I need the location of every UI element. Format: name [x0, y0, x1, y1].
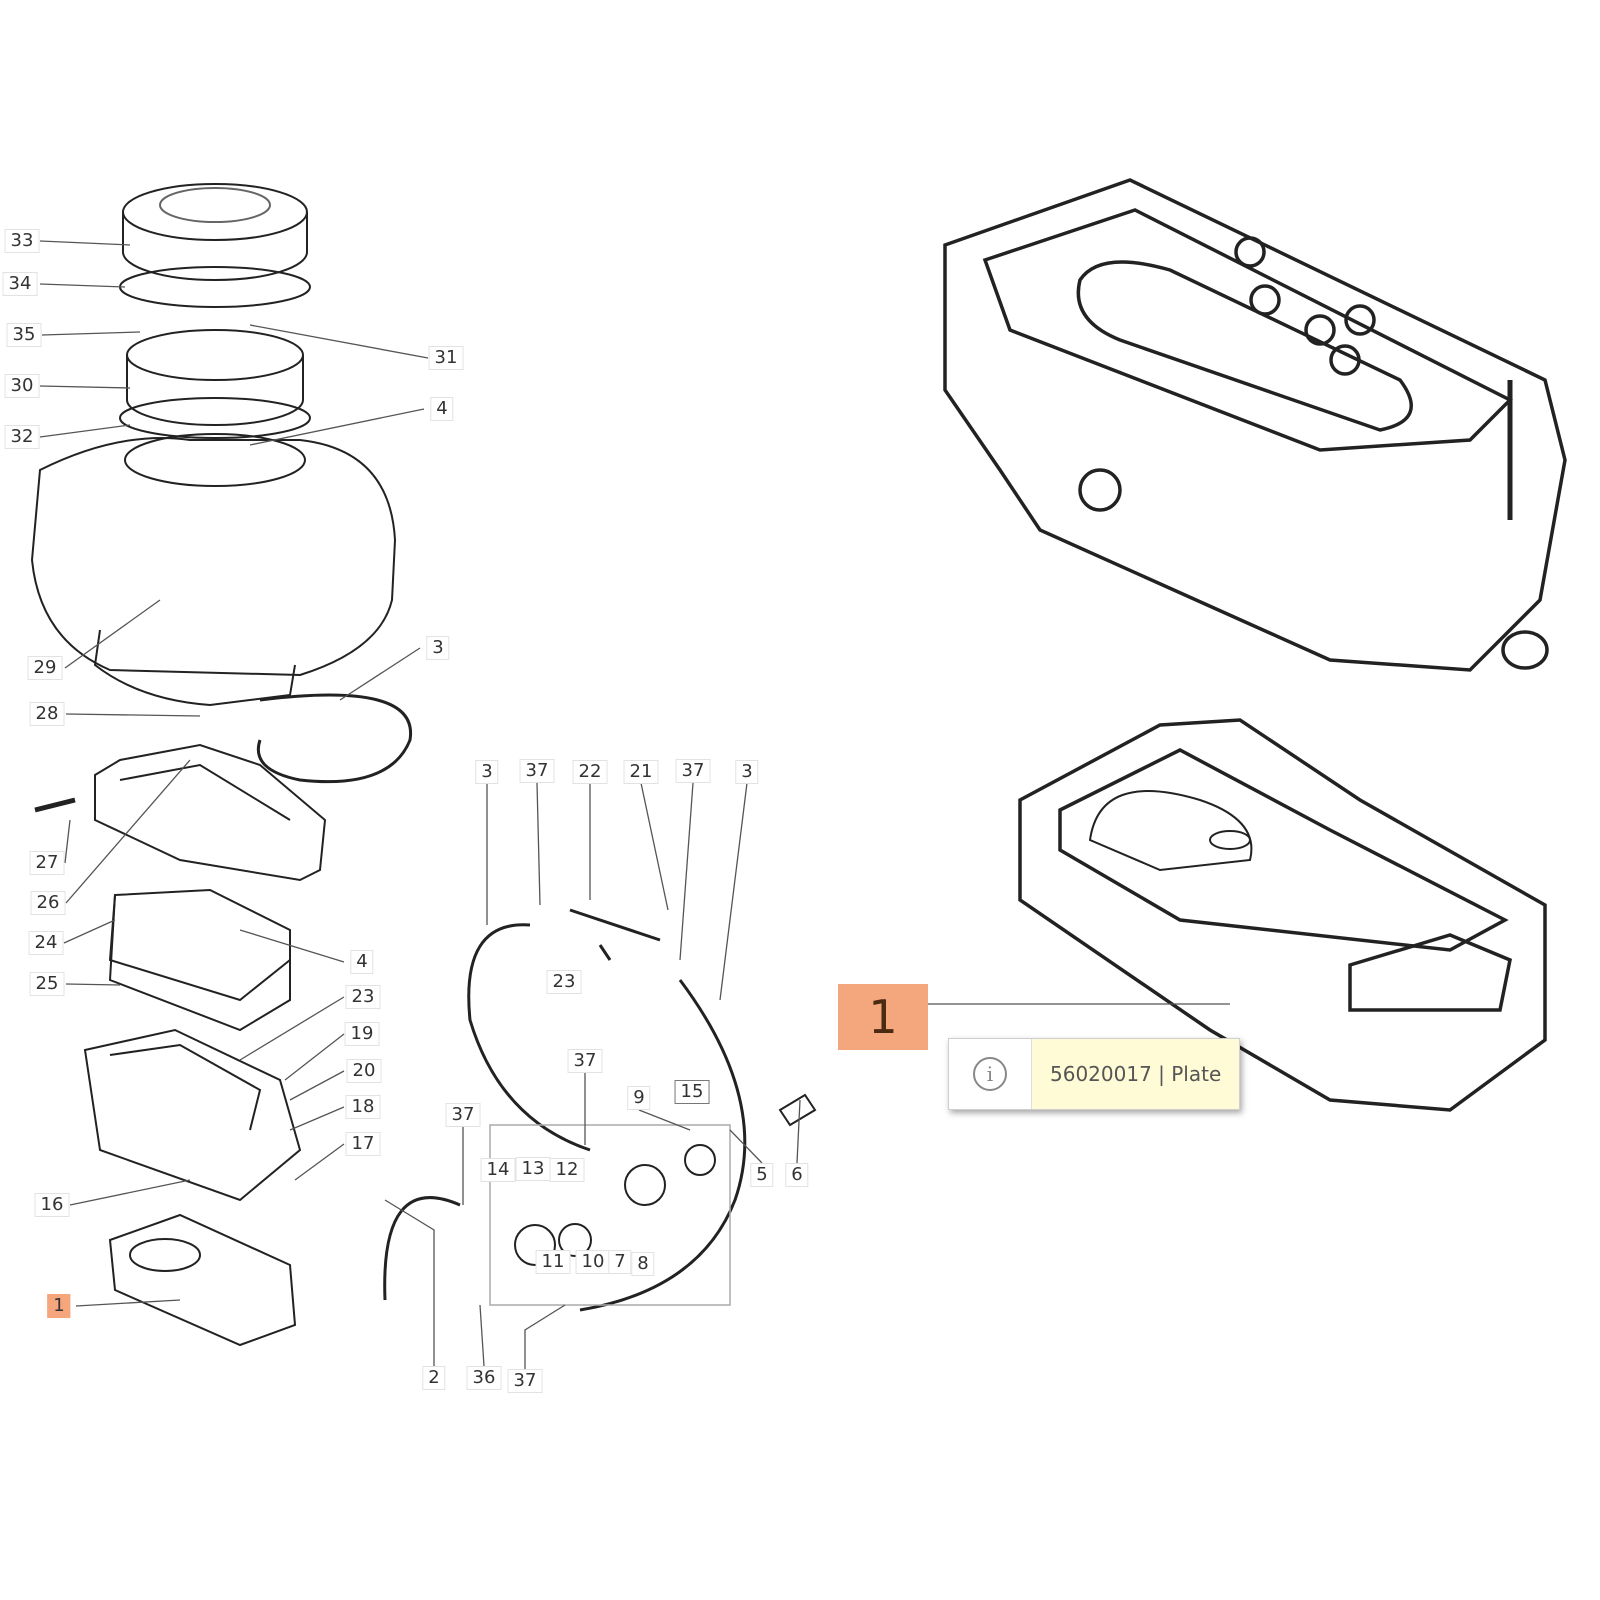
callout-22[interactable]: 22	[572, 760, 608, 784]
tank-filter	[119, 329, 311, 487]
callout-27[interactable]: 27	[29, 851, 65, 875]
callout-4[interactable]: 4	[350, 950, 374, 974]
callout-31[interactable]: 31	[428, 346, 464, 370]
callout-14[interactable]: 14	[480, 1158, 516, 1182]
callout-35[interactable]: 35	[6, 323, 42, 347]
tank-cap	[119, 183, 311, 308]
pump-body-small	[83, 1028, 302, 1202]
callout-23[interactable]: 23	[546, 970, 582, 994]
callout-28[interactable]: 28	[29, 702, 65, 726]
callout-8[interactable]: 8	[631, 1252, 655, 1276]
callout-32[interactable]: 32	[4, 425, 40, 449]
selected-part-number[interactable]: 1	[838, 984, 928, 1050]
tank	[30, 437, 397, 707]
plate-small	[108, 1213, 297, 1347]
part-tooltip-text: 56020017 | Plate	[1032, 1039, 1239, 1109]
callout-12[interactable]: 12	[549, 1158, 585, 1182]
callout-25[interactable]: 25	[29, 972, 65, 996]
callout-37[interactable]: 37	[519, 759, 555, 783]
part-tooltip: i 56020017 | Plate	[948, 1038, 1240, 1110]
bolt-27	[34, 797, 76, 813]
callout-15[interactable]: 15	[674, 1080, 710, 1104]
callout-3[interactable]: 3	[735, 760, 759, 784]
pump-body-large	[943, 178, 1567, 672]
plate-large	[1018, 718, 1547, 1112]
callout-29[interactable]: 29	[27, 656, 63, 680]
callout-16[interactable]: 16	[34, 1193, 70, 1217]
callout-37[interactable]: 37	[445, 1103, 481, 1127]
callout-18[interactable]: 18	[345, 1095, 381, 1119]
callout-17[interactable]: 17	[345, 1132, 381, 1156]
callout-30[interactable]: 30	[4, 374, 40, 398]
callout-37[interactable]: 37	[675, 759, 711, 783]
callout-4[interactable]: 4	[430, 397, 454, 421]
filter-housing	[108, 888, 291, 1032]
callout-5[interactable]: 5	[750, 1163, 774, 1187]
callout-37[interactable]: 37	[567, 1049, 603, 1073]
callout-13[interactable]: 13	[515, 1157, 551, 1181]
callout-10[interactable]: 10	[575, 1250, 611, 1274]
callout-19[interactable]: 19	[344, 1022, 380, 1046]
callout-2[interactable]: 2	[422, 1366, 446, 1390]
callout-36[interactable]: 36	[466, 1366, 502, 1390]
callout-3[interactable]: 3	[426, 636, 450, 660]
callout-9[interactable]: 9	[627, 1086, 651, 1110]
callout-1-selected[interactable]: 1	[47, 1294, 71, 1318]
callout-37[interactable]: 37	[507, 1369, 543, 1393]
callout-33[interactable]: 33	[4, 229, 40, 253]
callout-20[interactable]: 20	[346, 1059, 382, 1083]
callout-21[interactable]: 21	[623, 760, 659, 784]
callout-34[interactable]: 34	[2, 272, 38, 296]
bracket	[94, 743, 327, 882]
callout-11[interactable]: 11	[535, 1250, 571, 1274]
callout-6[interactable]: 6	[785, 1163, 809, 1187]
callout-3[interactable]: 3	[475, 760, 499, 784]
callout-23[interactable]: 23	[345, 985, 381, 1009]
leader-lines	[39, 240, 1230, 1369]
callout-24[interactable]: 24	[28, 931, 64, 955]
info-icon[interactable]: i	[949, 1039, 1032, 1109]
callout-7[interactable]: 7	[608, 1250, 632, 1274]
callout-26[interactable]: 26	[30, 891, 66, 915]
